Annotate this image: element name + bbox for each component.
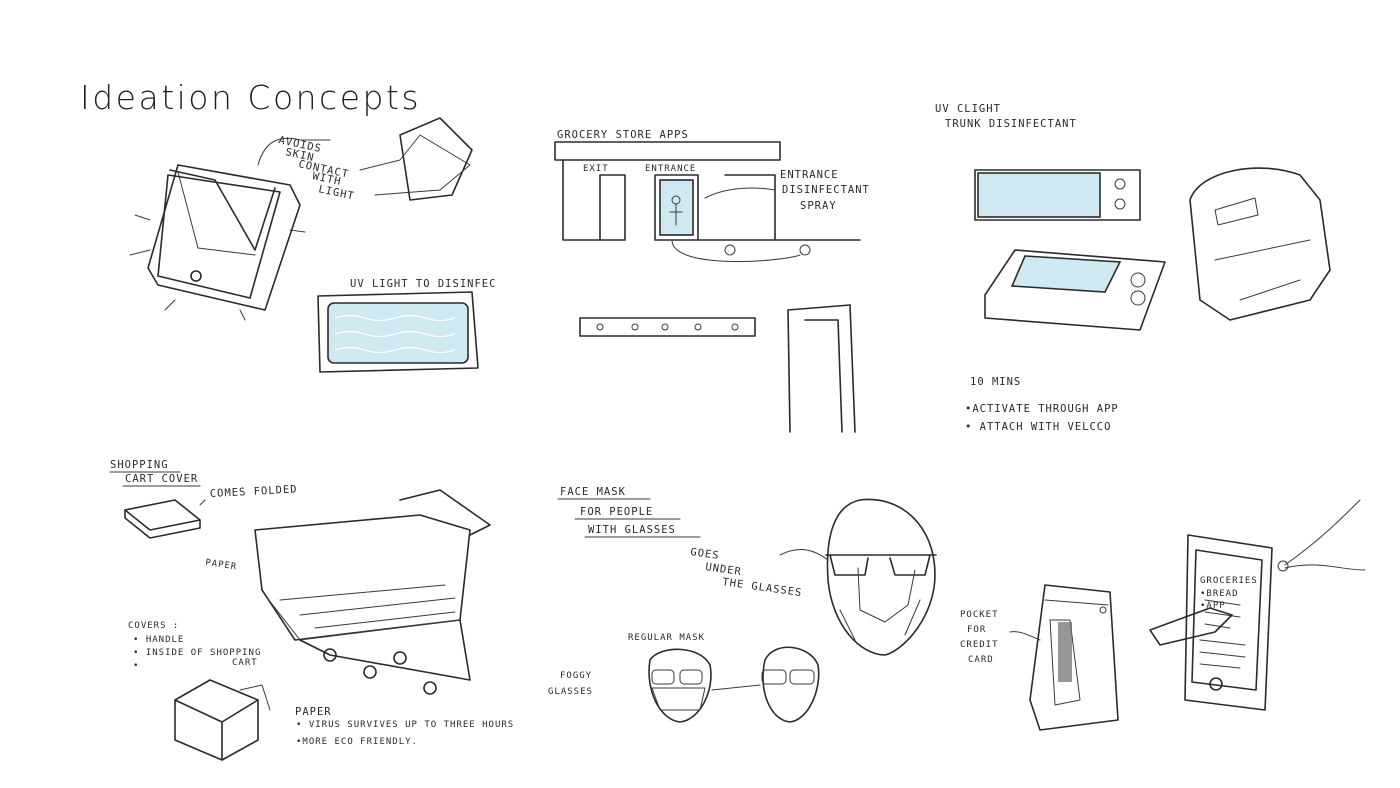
- grocery-heading: GROCERY STORE APPS: [557, 129, 689, 141]
- cart-heading-2: CART COVER: [125, 473, 198, 485]
- paper-tag: PAPER: [205, 558, 238, 572]
- covers-label: COVERS :: [128, 621, 179, 631]
- shopping-cart-sketch: [255, 490, 490, 694]
- paper-note-1: • VIRUS SURVIVES UP TO THREE HOURS: [296, 720, 514, 730]
- uv-light-panel: [318, 292, 478, 372]
- goes-under-1: GOES: [690, 546, 721, 562]
- pocket-label-4: CARD: [968, 655, 994, 665]
- spray-label-2: DISINFECTANT: [782, 184, 870, 196]
- card-pouch-sketch: [1030, 585, 1118, 730]
- pocket-label-3: CREDIT: [960, 640, 999, 650]
- covers-item-1: • HANDLE: [133, 635, 184, 645]
- regular-mask-label: REGULAR MASK: [628, 633, 705, 643]
- mask-heading-3: WITH GLASSES: [588, 524, 676, 536]
- exit-label: EXIT: [583, 164, 609, 174]
- covers-item-3: CART: [232, 658, 258, 668]
- groceries-title: GROCERIES: [1200, 576, 1258, 586]
- trunk-heading-1: UV CLIGHT: [935, 103, 1001, 115]
- avoids-label-5: LIGHT: [317, 183, 355, 202]
- folded-cover-sketch: [125, 500, 205, 538]
- paper-heading: PAPER: [295, 706, 332, 718]
- phone-pouch-sketch: [1150, 500, 1365, 710]
- comes-folded-label: COMES FOLDED: [210, 483, 298, 500]
- uv-light-label: UV LIGHT TO DISINFEC: [350, 278, 496, 290]
- trunk-note-1: 10 MINS: [970, 376, 1021, 388]
- groceries-item-2: •APP: [1200, 601, 1226, 611]
- cart-heading-1: SHOPPING: [110, 459, 169, 471]
- spray-label-3: SPRAY: [800, 200, 837, 212]
- pocket-label-2: FOR: [967, 625, 986, 635]
- spray-label-1: ENTRANCE: [780, 169, 839, 181]
- trunk-heading-2: TRUNK DISINFECTANT: [945, 118, 1077, 130]
- spray-nozzle-bar: [580, 305, 855, 432]
- mask-heading-1: FACE MASK: [560, 486, 626, 498]
- uv-trunk-device: [975, 168, 1330, 330]
- small-heads-sketch: [649, 647, 819, 722]
- paper-note-2: •MORE ECO FRIENDLY.: [296, 737, 418, 747]
- head-glasses-sketch: [826, 499, 936, 655]
- pocket-arrow: [1010, 632, 1040, 640]
- foggy-label-2: GLASSES: [548, 687, 593, 697]
- entrance-label: ENTRANCE: [645, 164, 696, 174]
- foggy-label-1: FOGGY: [560, 671, 592, 681]
- pocket-label-1: POCKET: [960, 610, 999, 620]
- goes-under-3: THE GLASSES: [722, 576, 803, 599]
- goes-under-arrow: [780, 550, 828, 560]
- cart-box-sketch: [175, 680, 270, 760]
- groceries-item-1: •BREAD: [1200, 589, 1239, 599]
- mask-heading-2: FOR PEOPLE: [580, 506, 653, 518]
- trunk-note-2: •ACTIVATE THROUGH APP: [965, 403, 1119, 415]
- covers-item-2: • INSIDE OF SHOPPING: [133, 648, 261, 658]
- trunk-note-3: • ATTACH WITH VELCCO: [965, 421, 1111, 433]
- covers-item-4: •: [133, 661, 139, 671]
